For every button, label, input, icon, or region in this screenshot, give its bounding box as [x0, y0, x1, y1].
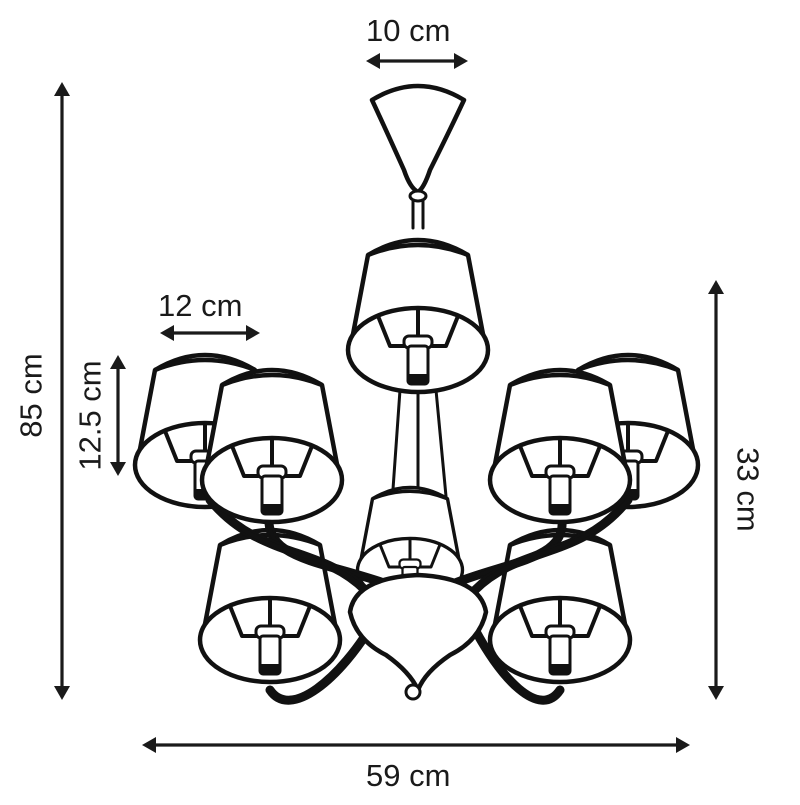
label-body-height: 33 cm	[730, 447, 766, 532]
lampshade-lower-right	[490, 530, 630, 682]
label-total-height: 85 cm	[13, 353, 49, 438]
dimension-total-width	[142, 737, 690, 753]
label-shade-height: 12.5 cm	[72, 360, 108, 471]
lampshade-top-center	[348, 240, 488, 392]
lampshade-front-left	[202, 370, 342, 522]
label-shade-width: 12 cm	[158, 288, 243, 323]
label-canopy-width: 10 cm	[366, 13, 451, 48]
lampshade-lower-left	[200, 530, 340, 682]
dimension-body-height	[708, 280, 724, 700]
label-total-width: 59 cm	[366, 758, 451, 793]
dimension-canopy-width	[366, 53, 468, 69]
ceiling-canopy	[369, 83, 467, 230]
lampshade-front-right	[490, 370, 630, 522]
bottom-bowl	[347, 572, 489, 701]
dimension-total-height	[54, 82, 70, 700]
chandelier-arms	[205, 495, 633, 705]
dimension-shade-width	[160, 325, 260, 341]
dimension-shade-height	[110, 355, 126, 476]
